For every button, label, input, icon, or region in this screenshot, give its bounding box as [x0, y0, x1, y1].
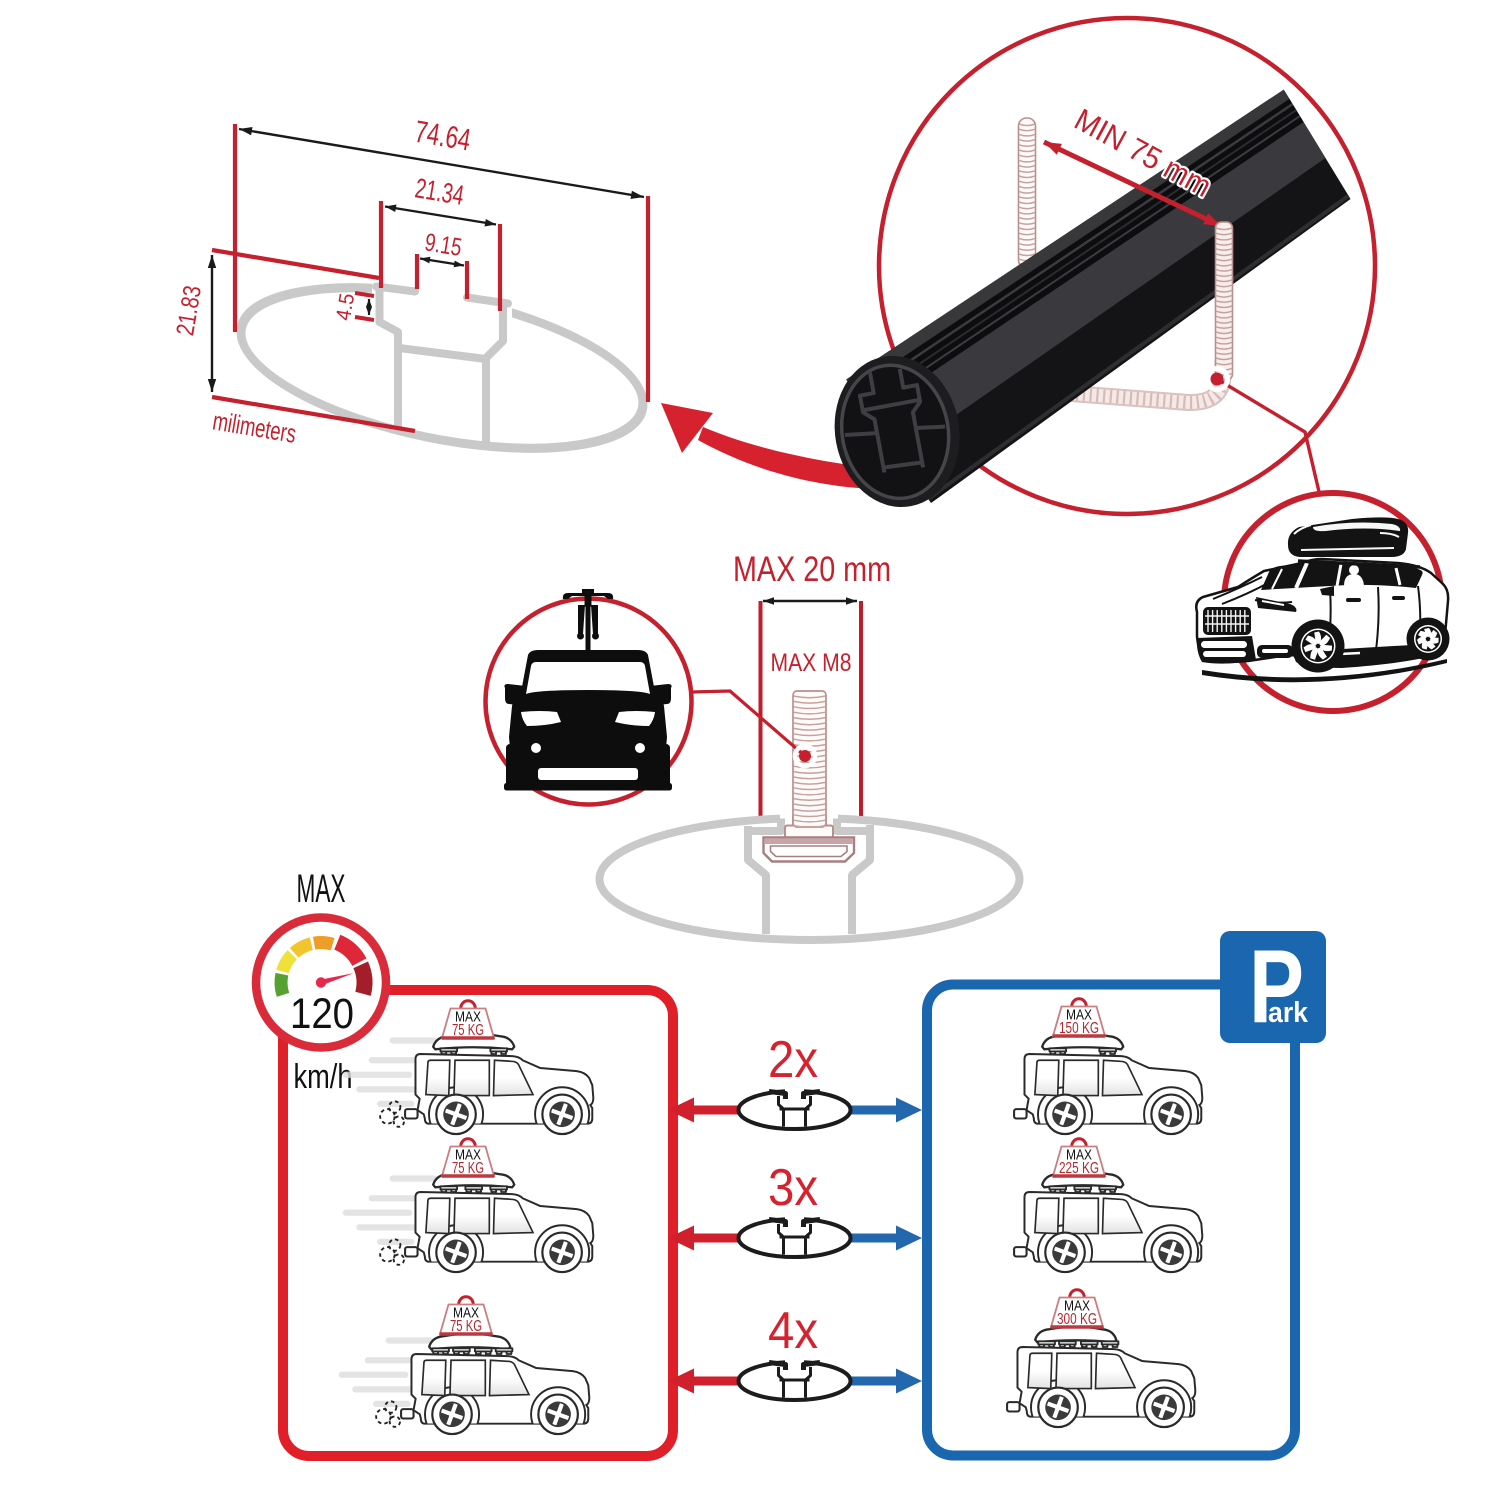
svg-text:MAX: MAX: [1066, 1007, 1092, 1024]
svg-text:4.5: 4.5: [332, 292, 359, 322]
svg-text:MAX M8: MAX M8: [771, 649, 852, 677]
svg-text:MAX: MAX: [455, 1009, 481, 1026]
svg-text:9.15: 9.15: [423, 228, 464, 262]
svg-text:km/h: km/h: [294, 1058, 353, 1096]
svg-text:MAX: MAX: [1064, 1298, 1090, 1315]
svg-text:MAX: MAX: [297, 867, 346, 911]
svg-text:MAX 20 mm: MAX 20 mm: [733, 550, 891, 589]
svg-text:120: 120: [290, 991, 354, 1038]
svg-text:2x: 2x: [768, 1031, 818, 1089]
svg-text:4x: 4x: [768, 1302, 818, 1360]
svg-text:150 KG: 150 KG: [1059, 1020, 1099, 1037]
svg-text:MAX: MAX: [1066, 1147, 1092, 1164]
svg-text:3x: 3x: [768, 1159, 818, 1217]
svg-text:75 KG: 75 KG: [452, 1160, 484, 1177]
svg-text:MAX: MAX: [455, 1147, 481, 1164]
svg-text:MAX: MAX: [453, 1305, 479, 1322]
svg-text:75 KG: 75 KG: [452, 1022, 484, 1039]
svg-text:ark: ark: [1268, 997, 1309, 1029]
svg-text:75 KG: 75 KG: [450, 1318, 482, 1335]
svg-text:P: P: [1249, 929, 1304, 1045]
svg-text:225 KG: 225 KG: [1059, 1160, 1099, 1177]
svg-text:300 KG: 300 KG: [1057, 1311, 1097, 1328]
